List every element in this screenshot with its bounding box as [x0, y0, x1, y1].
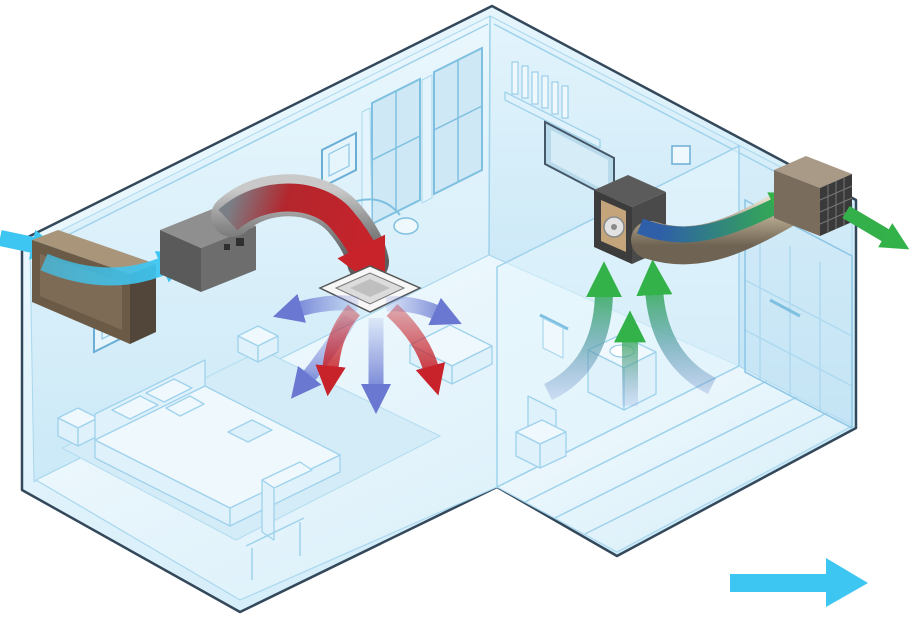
curtain	[422, 75, 432, 203]
lamp-shade	[394, 218, 418, 234]
right-arrow-icon	[730, 558, 868, 607]
wall-corner-edge	[489, 16, 490, 255]
wall-cabinet	[672, 146, 690, 164]
window-right	[434, 48, 482, 194]
window-left	[372, 79, 420, 224]
